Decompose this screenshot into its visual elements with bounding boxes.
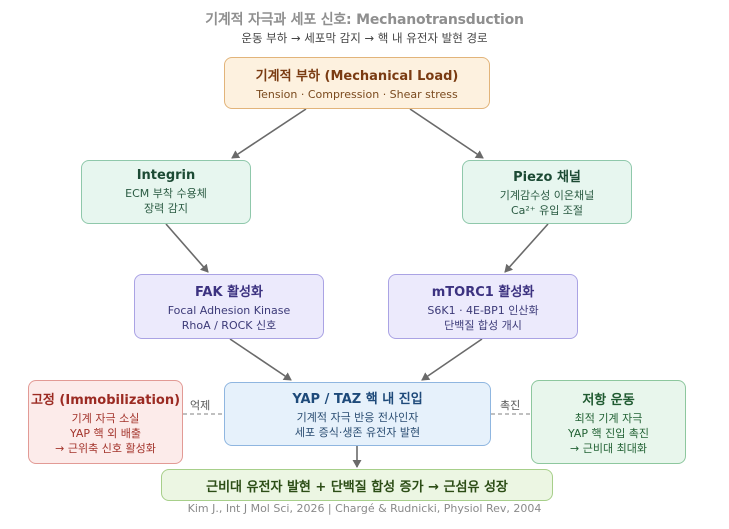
fak-title: FAK 활성화 [195,284,263,300]
resistance-line-1: 최적 기계 자극 [574,411,643,425]
promote-label: 촉진 [500,399,521,412]
diagram-subtitle: 운동 부하 → 세포막 감지 → 핵 내 유전자 발현 경로 [241,31,488,45]
hypertrophy-outcome-node: 근비대 유전자 발현 + 단백질 합성 증가 → 근섬유 성장 [161,469,553,501]
fak-line-1: Focal Adhesion Kinase [167,303,291,317]
integrin-title: Integrin [136,168,196,183]
arrow-load-to-integrin [231,108,307,159]
mtorc1-activation-node: mTORC1 활성화 S6K1 · 4E-BP1 인산화 단백질 합성 개시 [388,274,578,339]
fak-activation-node: FAK 활성화 Focal Adhesion Kinase RhoA / ROC… [134,274,324,339]
yap-taz-node: YAP / TAZ 핵 내 진입 기계적 자극 반응 전사인자 세포 증식·생존… [224,382,491,446]
piezo-line-1: 기계감수성 이온채널 [499,189,595,202]
immobilization-title: 고정 (Immobilization) [30,392,181,408]
arrow-load-to-piezo [409,108,484,159]
resistance-exercise-node: 저항 운동 최적 기계 자극 YAP 핵 진입 촉진 → 근비대 최대화 [531,380,686,464]
arrow-integrin-to-fak [165,223,209,273]
piezo-channel-node: Piezo 채널 기계감수성 이온채널 Ca²⁺ 유입 조절 [462,160,632,224]
arrow-mtorc-to-yap [421,338,483,381]
citation: Kim J., Int J Mol Sci, 2026 | Chargé & R… [187,502,542,515]
mtorc1-line-1: S6K1 · 4E-BP1 인산화 [427,303,539,317]
suppress-label: 억제 [190,399,211,412]
yap-taz-title: YAP / TAZ 핵 내 진입 [292,392,423,407]
yap-taz-line-2: 세포 증식·생존 유전자 발현 [294,426,421,439]
integrin-line-1: ECM 부착 수용체 [125,187,207,200]
fak-line-2: RhoA / ROCK 신호 [181,318,277,332]
mtorc1-title: mTORC1 활성화 [431,284,535,300]
immobilization-line-2: YAP 핵 외 배출 [70,426,141,440]
immobilization-line-3: → 근위축 신호 활성화 [55,441,156,455]
arrow-piezo-to-mtorc [504,223,549,273]
integrin-line-2: 장력 감지 [144,202,188,215]
mechanical-load-node: 기계적 부하 (Mechanical Load) Tension · Compr… [224,57,490,109]
outcome-text: 근비대 유전자 발현 + 단백질 합성 증가 → 근섬유 성장 [206,479,508,495]
resistance-line-3: → 근비대 최대화 [570,441,647,455]
immobilization-node: 고정 (Immobilization) 기계 자극 소실 YAP 핵 외 배출 … [28,380,183,464]
immobilization-line-1: 기계 자극 소실 [71,411,140,425]
mtorc1-line-2: 단백질 합성 개시 [444,318,522,332]
mechanical-load-title: 기계적 부하 (Mechanical Load) [255,68,459,84]
yap-taz-line-1: 기계적 자극 반응 전사인자 [296,411,419,424]
resistance-line-2: YAP 핵 진입 촉진 [567,426,650,440]
mechanical-load-line: Tension · Compression · Shear stress [256,87,458,101]
arrow-fak-to-yap [229,338,292,381]
diagram-title: 기계적 자극과 세포 신호: Mechanotransduction [205,12,524,28]
piezo-title: Piezo 채널 [513,170,581,185]
resistance-title: 저항 운동 [582,392,635,408]
integrin-node: Integrin ECM 부착 수용체 장력 감지 [81,160,251,224]
piezo-line-2: Ca²⁺ 유입 조절 [510,204,584,217]
